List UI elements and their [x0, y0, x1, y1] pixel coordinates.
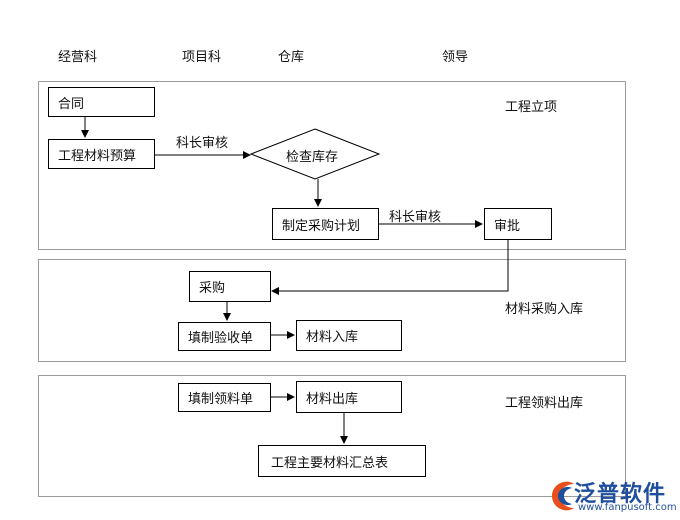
- edge-label-section-chief-review-2: 科长审核: [389, 210, 442, 225]
- node-purchase-plan: 制定采购计划: [272, 208, 379, 240]
- node-approve: 审批: [484, 208, 552, 240]
- node-contract: 合同: [48, 87, 155, 117]
- logo-text: 泛普软件: [574, 482, 667, 507]
- node-check-stock: 检查库存: [286, 150, 339, 165]
- node-material-budget: 工程材料预算: [48, 139, 155, 169]
- node-material-out: 材料出库: [296, 381, 402, 413]
- edge-approve-to-purchase: [271, 240, 509, 295]
- section-label-requisition-outbound: 工程领料出库: [505, 396, 584, 411]
- node-material-in: 材料入库: [296, 320, 402, 351]
- column-header-business: 经营科: [58, 50, 98, 65]
- column-header-project: 项目科: [182, 50, 222, 65]
- edge-label-section-chief-review-1: 科长审核: [176, 136, 229, 151]
- column-header-warehouse: 仓库: [278, 50, 305, 65]
- node-fill-requisition: 填制领料单: [178, 383, 271, 412]
- column-header-leader: 领导: [442, 50, 469, 65]
- logo-url: www.fanpusoft.com: [578, 502, 677, 513]
- section-label-project-initiation: 工程立项: [505, 100, 558, 115]
- node-purchase: 采购: [189, 271, 271, 302]
- check-stock-diamond: [249, 128, 381, 180]
- node-fill-acceptance: 填制验收单: [178, 322, 271, 351]
- section-label-purchase-inbound: 材料采购入库: [505, 302, 584, 317]
- node-summary-table: 工程主要材料汇总表: [258, 445, 426, 477]
- fanpu-logo-icon: [552, 481, 574, 511]
